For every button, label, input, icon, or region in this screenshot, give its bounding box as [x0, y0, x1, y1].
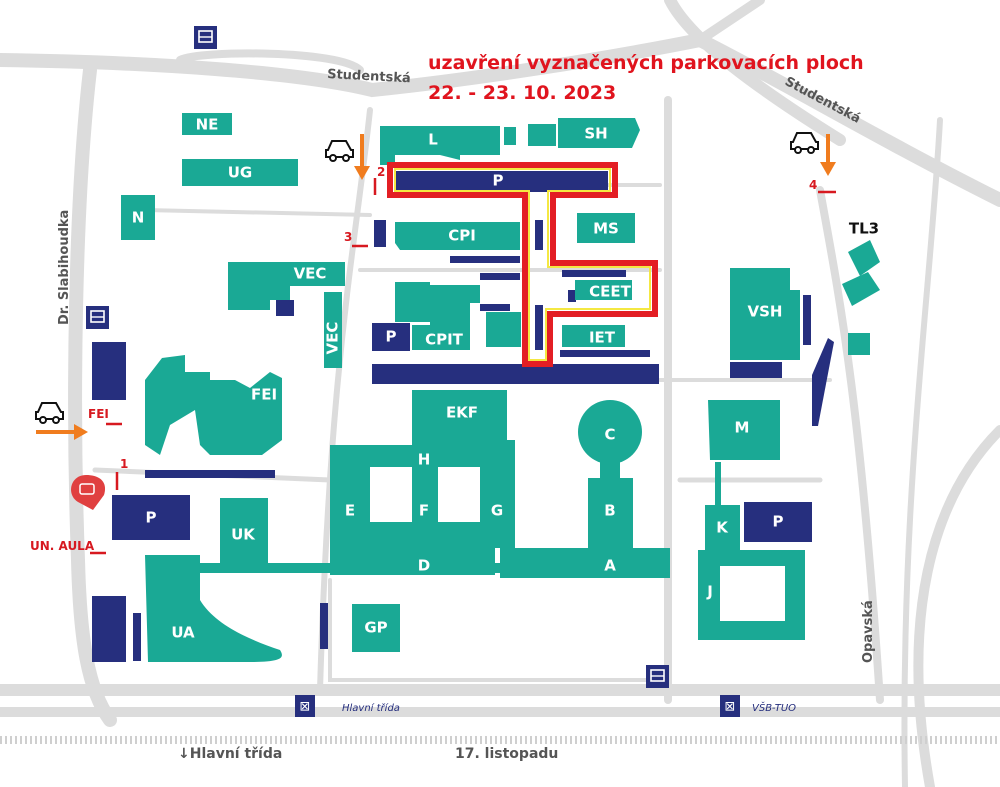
label-vec: VEC [294, 265, 327, 283]
tram-stop-vsb: VŠB-TUO [752, 701, 796, 714]
car-icon [35, 402, 64, 424]
label-g: G [491, 502, 503, 520]
label-ug: UG [228, 164, 253, 182]
bus-stop-icon [194, 26, 217, 49]
label-a: A [604, 557, 616, 575]
tram-stop-icon [295, 695, 315, 717]
building-labels: NE UG N L SH CPI MS VEC VEC CEET CPIT IE… [132, 116, 879, 642]
parking-areas [92, 171, 834, 662]
closure-outline [387, 162, 658, 367]
entrance-fei: FEI [88, 407, 109, 421]
label-sh: SH [584, 125, 607, 143]
parking-labels: P P P P [146, 172, 784, 531]
label-f: F [419, 502, 429, 520]
tram-stop-hlavni: Hlavní třída [342, 702, 400, 714]
entrance-4: 4 [809, 178, 817, 192]
label-iet: IET [589, 329, 616, 347]
tram-glyph: ⊠ [300, 700, 311, 715]
label-ms: MS [593, 220, 619, 238]
entrance-un-aula: UN. AULA [30, 539, 95, 553]
entrance-1: 1 [120, 457, 128, 471]
tram-stops: ⊠ Hlavní třída ⊠ VŠB-TUO [295, 695, 796, 717]
label-parking-top: P [493, 172, 504, 190]
label-n: N [132, 209, 145, 227]
bus-stops [86, 26, 669, 688]
bus-stop-icon [86, 306, 109, 329]
parking-p-left [112, 495, 190, 540]
label-tl3: TL3 [849, 220, 879, 238]
label-parking-left: P [146, 509, 157, 527]
tram-stop-icon [720, 695, 740, 717]
entry-arrows [35, 132, 836, 440]
parking-p-right [744, 502, 812, 542]
entrance-2: 2 [377, 165, 385, 179]
info-marker-icon [71, 475, 106, 510]
label-parking-cpit: P [386, 328, 397, 346]
label-l: L [428, 131, 438, 149]
label-fei: FEI [251, 386, 277, 404]
street-hlavni-trida: ↓Hlavní třída [178, 746, 282, 762]
label-ne: NE [196, 116, 219, 134]
label-e: E [345, 502, 355, 520]
entrance-labels: 2 3 4 FEI 1 UN. AULA [30, 165, 817, 553]
label-b: B [604, 502, 615, 520]
street-opavska: Opavská [861, 600, 876, 663]
notice-line-1: uzavření vyznačených parkovacích ploch [428, 52, 864, 74]
label-cpi: CPI [448, 227, 476, 245]
street-studentska-top: Studentská [327, 67, 411, 86]
tram-glyph: ⊠ [725, 700, 736, 715]
label-vsh: VSH [748, 303, 783, 321]
closure-notice: uzavření vyznačených parkovacích ploch 2… [428, 52, 864, 104]
parking-long [372, 364, 659, 384]
car-icon [325, 140, 354, 162]
car-icon [790, 132, 819, 154]
label-ua: UA [171, 624, 195, 642]
notice-line-2: 22. - 23. 10. 2023 [428, 82, 616, 104]
label-j: J [706, 583, 713, 601]
street-slabihoudka: Dr. Slabihoudka [57, 210, 72, 325]
label-ekf: EKF [446, 404, 478, 422]
label-cpit: CPIT [425, 331, 464, 349]
parking-p-cpit [372, 323, 410, 351]
entrance-3: 3 [344, 230, 352, 244]
label-m: M [735, 419, 750, 437]
label-gp: GP [364, 619, 387, 637]
bus-stop-icon [646, 665, 669, 688]
label-ceet: CEET [589, 283, 632, 301]
label-vec-vertical: VEC [324, 322, 342, 355]
entrance-markers [90, 178, 836, 555]
street-studentska-right: Studentská [782, 74, 863, 126]
buildings [121, 113, 880, 662]
label-k: K [716, 519, 729, 537]
label-c: C [604, 426, 615, 444]
label-h: H [418, 451, 431, 469]
street-17-listopadu: 17. listopadu [455, 746, 558, 762]
label-d: D [418, 557, 430, 575]
label-parking-right: P [773, 513, 784, 531]
label-uk: UK [231, 526, 256, 544]
parking-p-top [395, 171, 608, 192]
